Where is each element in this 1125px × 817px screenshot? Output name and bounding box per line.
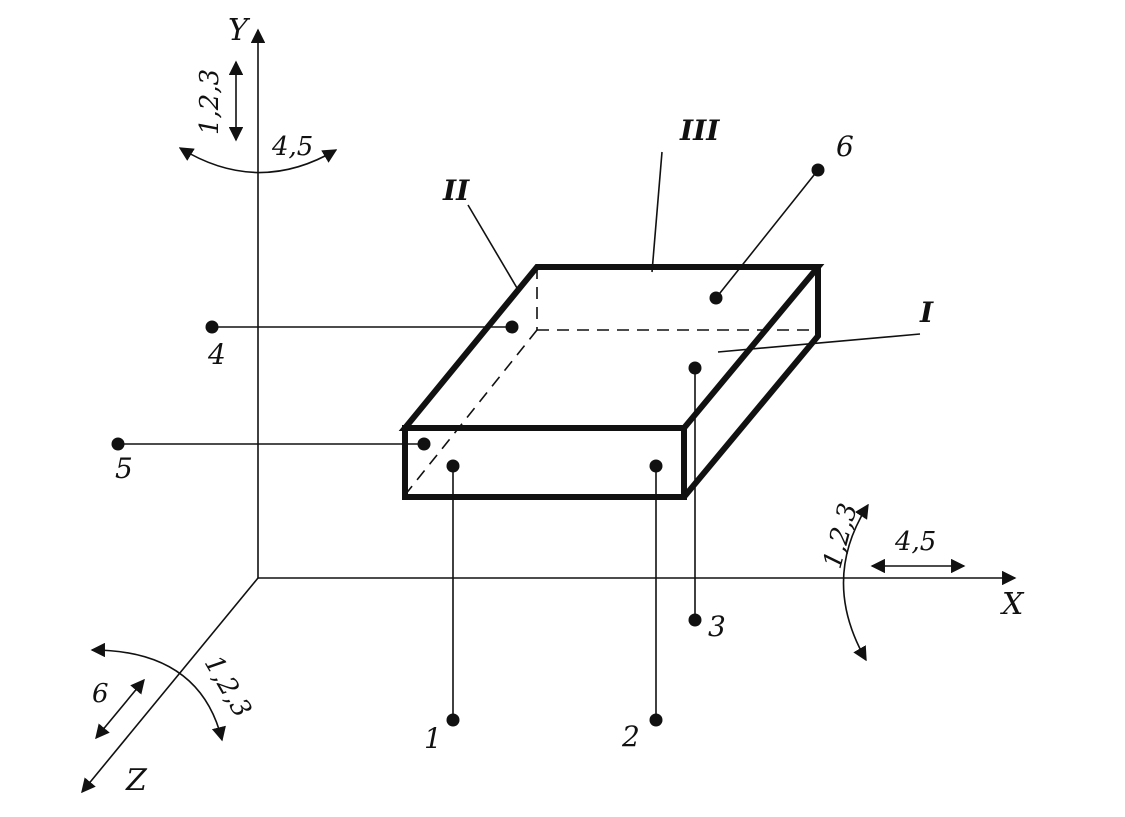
x-rotation-arrow xyxy=(842,503,869,662)
hidden-edge-back-diagonal xyxy=(404,329,538,496)
point-4-label: 4 xyxy=(207,338,226,371)
face-iii-label: III xyxy=(679,114,720,147)
y-axis-dof: 1,2,3 4,5 xyxy=(178,60,338,174)
point-2-contact xyxy=(649,459,663,473)
point-3-end xyxy=(688,613,702,627)
point-6-contact xyxy=(709,291,723,305)
right-face xyxy=(681,267,821,499)
z-axis-label: Z xyxy=(125,763,148,798)
x-translation-label: 4,5 xyxy=(894,527,936,557)
z-rotation-arrow xyxy=(90,642,226,742)
coordinate-axes: Y X Z xyxy=(81,13,1025,798)
z-axis-dof: 6 1,2,3 xyxy=(90,642,257,742)
front-face xyxy=(402,425,687,500)
point-6-label: 6 xyxy=(836,130,854,163)
point-4-contact xyxy=(505,320,519,334)
point-2-label: 2 xyxy=(621,720,640,753)
x-axis-dof: 1,2,3 4,5 xyxy=(818,500,966,662)
support-points: 1 2 3 4 5 6 xyxy=(111,130,854,755)
face-i-leader xyxy=(717,333,921,353)
z-rotation-label: 1,2,3 xyxy=(198,651,257,723)
point-3-label: 3 xyxy=(708,610,726,643)
y-rotation-arrow xyxy=(178,147,338,174)
point-5-end xyxy=(111,437,125,451)
y-axis-label: Y xyxy=(228,13,251,48)
point-1-label: 1 xyxy=(424,722,442,755)
point-1-end xyxy=(446,713,460,727)
point-3-contact xyxy=(688,361,702,375)
face-ii-leader xyxy=(467,204,518,289)
x-rotation-label: 1,2,3 xyxy=(818,500,864,572)
face-labels: I II III xyxy=(442,114,934,353)
y-translation-label: 1,2,3 xyxy=(195,69,225,135)
y-rotation-label: 4,5 xyxy=(271,132,313,162)
face-iii-leader xyxy=(651,151,663,273)
x-axis-label: X xyxy=(1000,587,1025,622)
point-5-contact xyxy=(417,437,431,451)
point-5-label: 5 xyxy=(115,452,133,485)
point-2-end xyxy=(649,713,663,727)
face-i-label: I xyxy=(919,296,934,329)
point-1-contact xyxy=(446,459,460,473)
face-ii-label: II xyxy=(442,174,470,207)
z-translation-label: 6 xyxy=(92,679,109,709)
top-face xyxy=(398,264,825,431)
workpiece-block xyxy=(398,264,825,500)
point-4-end xyxy=(205,320,219,334)
point-6-end xyxy=(811,163,825,177)
